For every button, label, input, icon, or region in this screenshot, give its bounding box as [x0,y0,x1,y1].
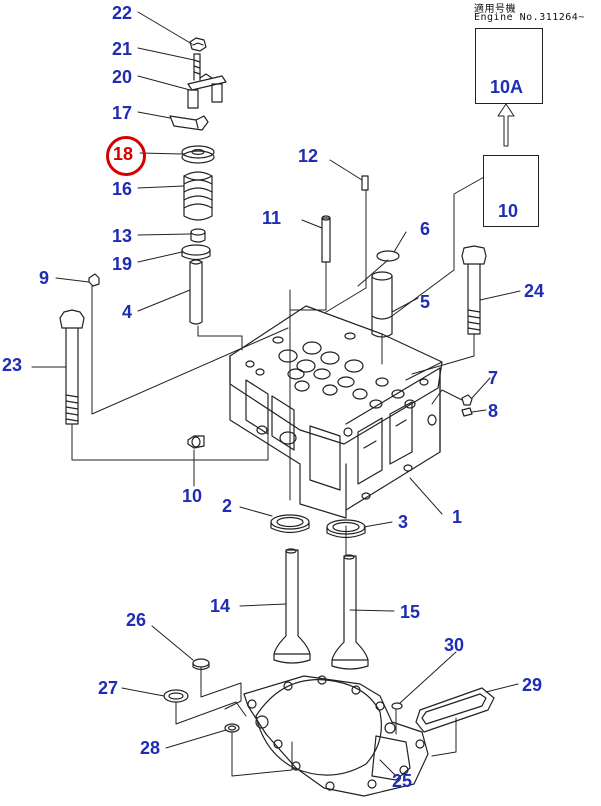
upper-right-parts [321,175,487,417]
label-25[interactable]: 25 [392,771,413,791]
highlight-circle [106,136,146,176]
label-13[interactable]: 13 [112,226,133,246]
left-fasteners [59,273,205,449]
label-14[interactable]: 14 [210,596,231,616]
detail-box-10a [475,28,543,104]
label-6[interactable]: 6 [420,219,431,239]
label-26[interactable]: 26 [126,610,147,630]
label-2[interactable]: 2 [222,496,233,516]
label-3[interactable]: 3 [398,512,409,532]
label-7[interactable]: 7 [488,368,499,388]
label-10-detail[interactable]: 10 [498,201,519,221]
gasket-area [163,658,495,797]
label-18[interactable]: 18 [113,144,134,164]
label-17[interactable]: 17 [112,103,133,123]
label-5[interactable]: 5 [420,292,431,312]
applicability-header: 適用号機 [474,4,516,15]
label-28[interactable]: 28 [140,738,161,758]
label-30[interactable]: 30 [444,635,465,655]
label-12[interactable]: 12 [298,146,319,166]
detail-box-10 [483,155,539,227]
cylinder-head-block [229,305,443,519]
label-20[interactable]: 20 [112,67,133,87]
label-9[interactable]: 9 [39,268,50,288]
label-10a-detail[interactable]: 10A [490,77,524,97]
label-11[interactable]: 11 [262,208,282,228]
valves-and-seats [270,514,369,670]
label-8[interactable]: 8 [488,401,499,421]
label-19[interactable]: 19 [112,254,133,274]
label-1[interactable]: 1 [452,507,463,527]
label-21[interactable]: 21 [112,39,133,59]
label-23[interactable]: 23 [2,355,23,375]
label-15[interactable]: 15 [400,602,421,622]
applicability-engine-number: Engine No.311264~ [474,12,585,23]
label-29[interactable]: 29 [522,675,543,695]
valve-train-stack [169,37,227,325]
label-10-plug[interactable]: 10 [182,486,203,506]
label-24[interactable]: 24 [524,281,545,301]
label-22[interactable]: 22 [112,3,133,23]
leader-lines [31,11,521,777]
label-16[interactable]: 16 [112,179,133,199]
label-27[interactable]: 27 [98,678,119,698]
label-4[interactable]: 4 [122,302,133,322]
